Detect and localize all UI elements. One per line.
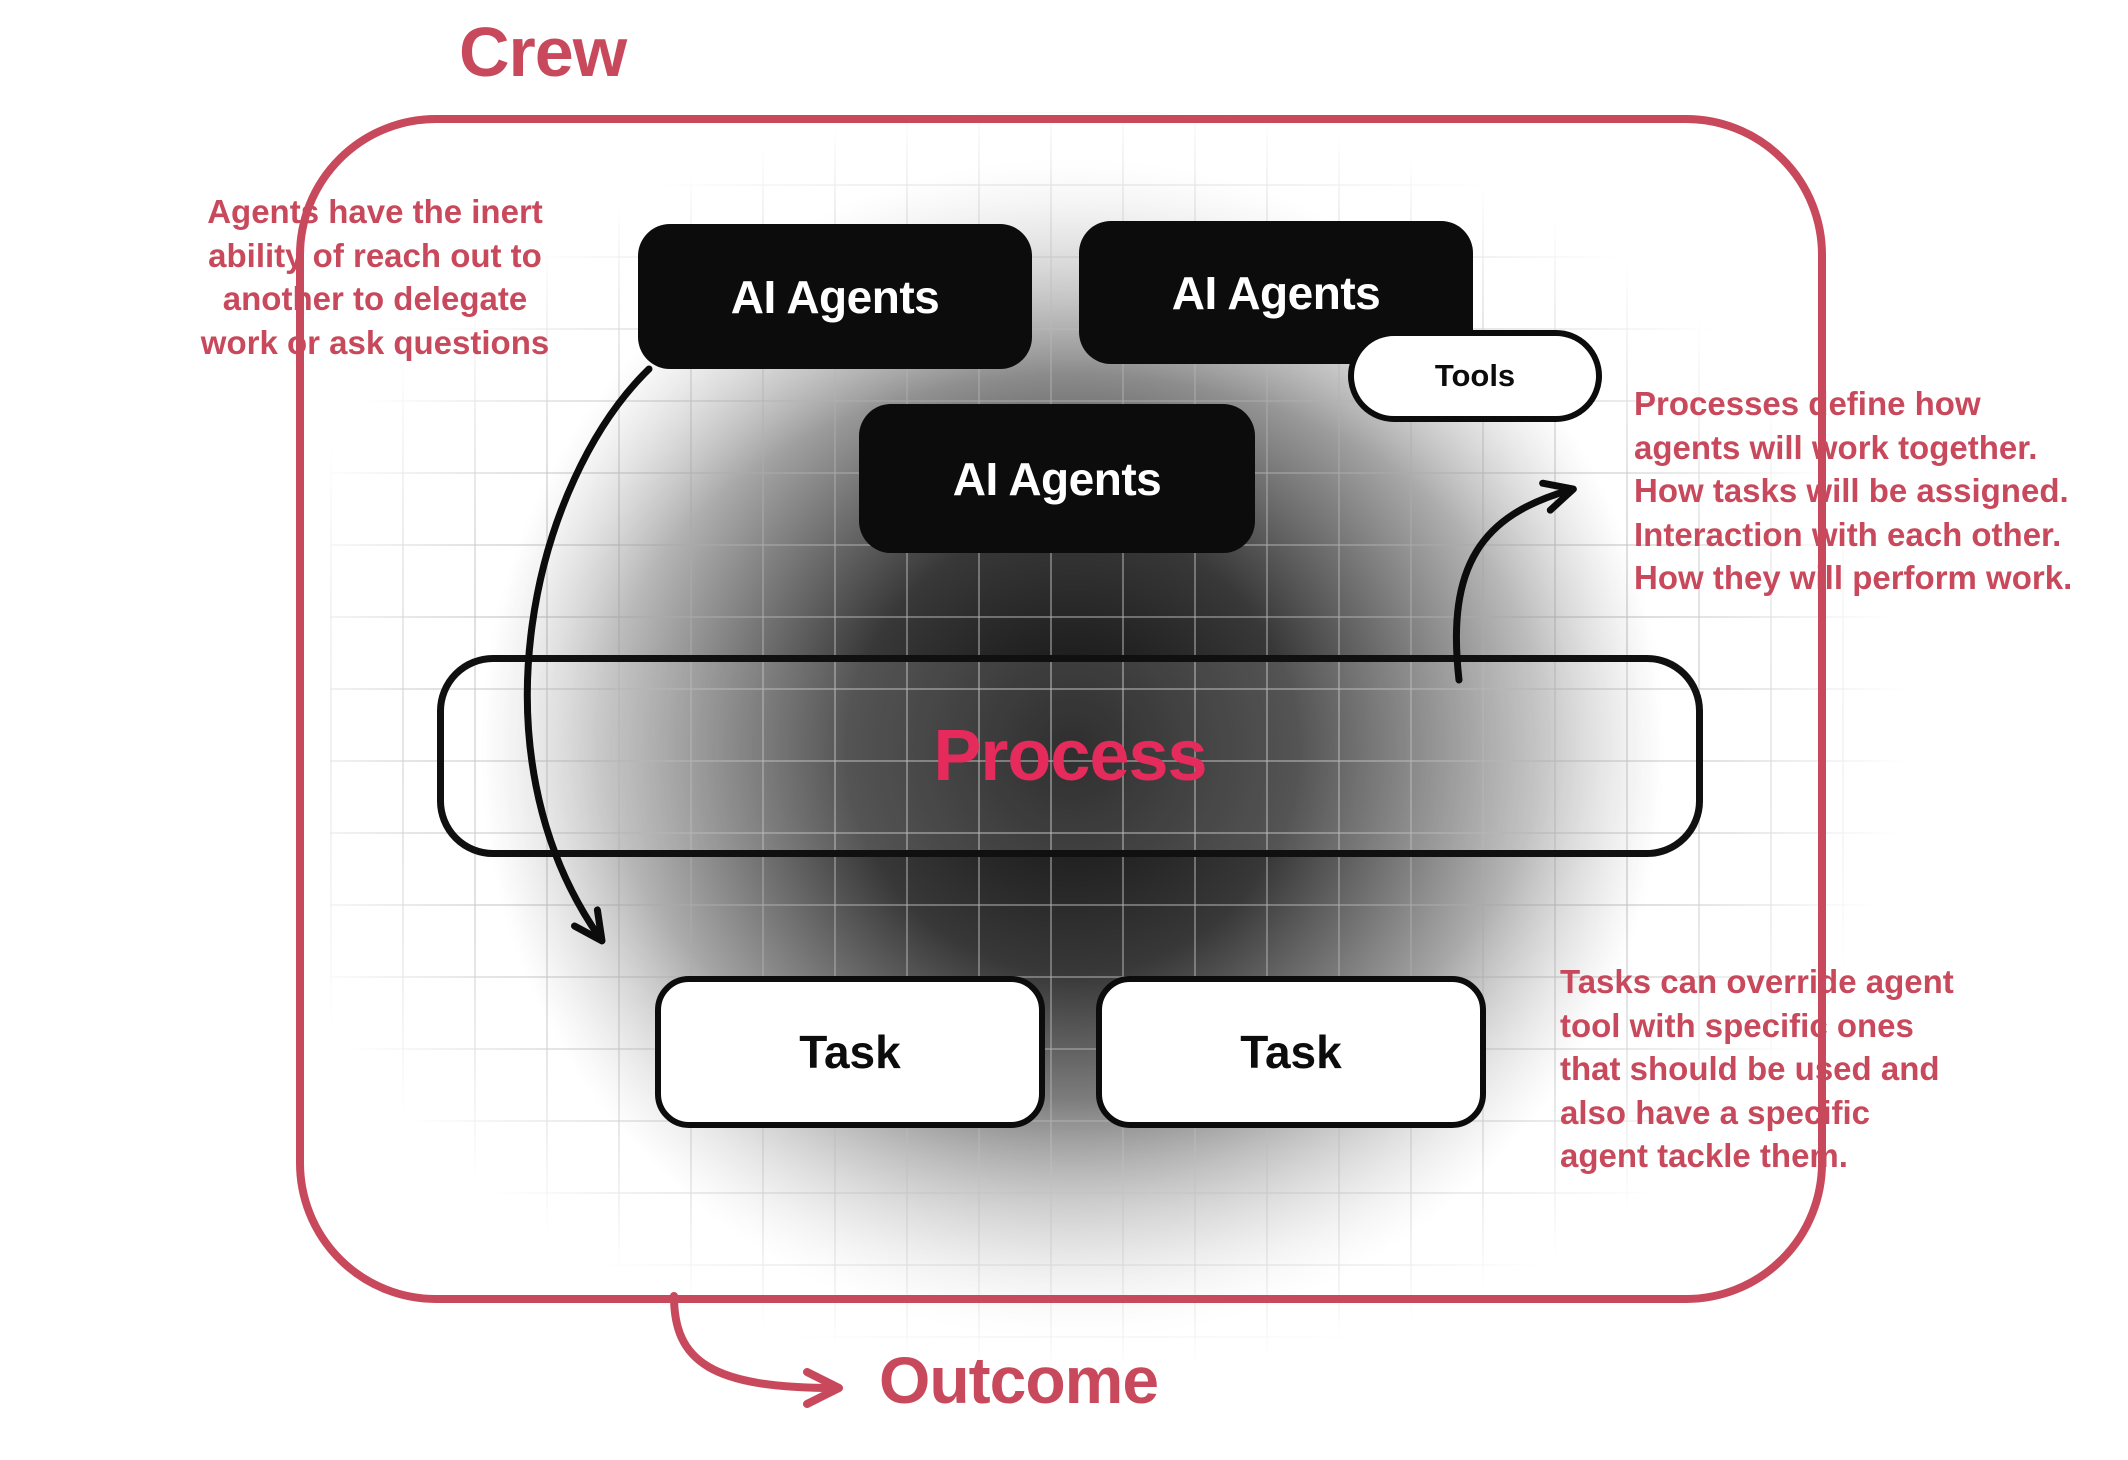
crew-label: Crew [459, 13, 627, 91]
process-box: Process [437, 655, 1703, 857]
annotation-processes: Processes define how agents will work to… [1634, 385, 2073, 597]
tools-box: Tools [1348, 330, 1602, 422]
task-box-1: Task [655, 976, 1045, 1128]
agent-box-3: AI Agents [859, 404, 1255, 553]
annotation-delegation: Agents have the inert ability of reach o… [200, 193, 550, 361]
process-label: Process [933, 716, 1207, 796]
outcome-label: Outcome [879, 1343, 1159, 1417]
agent-box-2: AI Agents [1079, 221, 1473, 364]
agent-box-1: AI Agents [638, 224, 1032, 369]
annotation-tasks: Tasks can override agent tool with speci… [1560, 963, 1954, 1175]
crew-border [296, 115, 1826, 1303]
task-box-2: Task [1096, 976, 1486, 1128]
